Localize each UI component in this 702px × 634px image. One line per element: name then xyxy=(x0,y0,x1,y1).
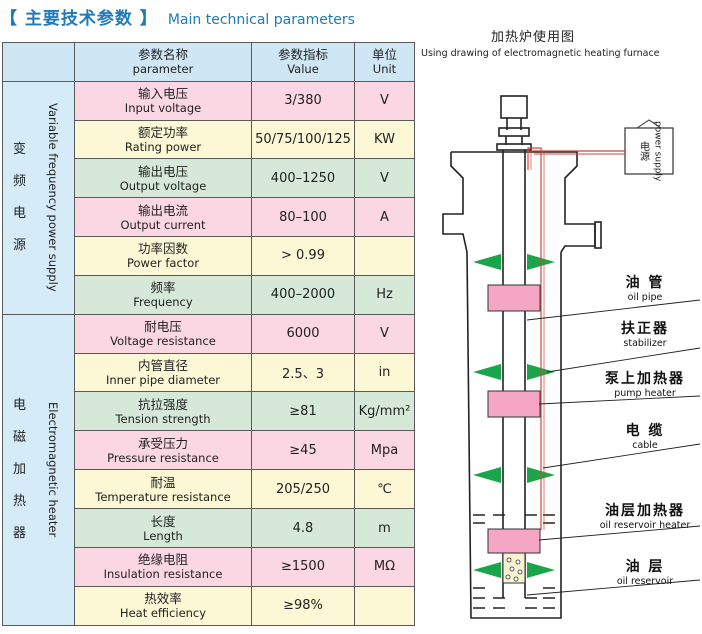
wellhead-cap xyxy=(500,95,528,119)
value-cell: 3/380 xyxy=(251,80,355,121)
value-cell: ≥81 xyxy=(251,391,355,432)
label-oil-pipe: 油 管 oil pipe xyxy=(625,275,665,303)
value-cell: 2.5、3 xyxy=(251,352,355,393)
unit-cell: V xyxy=(354,80,415,121)
value-cell: 400–1250 xyxy=(251,158,355,199)
furnace-diagram: 加热炉使用图 Using drawing of electromagnetic … xyxy=(415,20,702,634)
unit-cell xyxy=(354,585,415,626)
unit-cell: in xyxy=(354,352,415,393)
group-power-supply: 变 频 电 源 Variable frequency power supply xyxy=(2,80,75,315)
unit-cell: Hz xyxy=(354,274,415,315)
upper-heater-block xyxy=(487,284,541,312)
group-heater-en: Electromagnetic heater xyxy=(46,402,60,538)
group-power-supply-zh: 变 频 电 源 xyxy=(13,141,27,253)
value-cell: 4.8 xyxy=(251,508,355,548)
table-header-row: 参数名称 parameter 参数指标 Value 单位 Unit xyxy=(2,42,415,82)
diagram-subtitle: Using drawing of electromagnetic heating… xyxy=(421,48,660,59)
pump-heater-block xyxy=(487,390,541,418)
group-heater-zh: 电 磁 加 热 器 xyxy=(13,397,27,541)
heading-zh: 【 主要技术参数 】 xyxy=(0,9,158,29)
value-cell: 50/75/100/125 xyxy=(251,119,355,160)
unit-cell: Kg/mm² xyxy=(354,391,415,432)
heading-en: Main technical parameters xyxy=(167,12,355,28)
unit-cell: Mpa xyxy=(354,430,415,471)
wellhead-flange-2 xyxy=(496,143,532,151)
unit-cell: A xyxy=(354,197,415,237)
header-blank xyxy=(2,42,75,82)
unit-cell: V xyxy=(354,313,415,354)
parameters-table: 参数名称 parameter 参数指标 Value 单位 Unit 变 频 电 … xyxy=(2,42,415,626)
section-heading: 【 主要技术参数 】 Main technical parameters xyxy=(0,4,355,30)
header-parameter: 参数名称 parameter xyxy=(74,42,252,82)
value-cell: ≥45 xyxy=(251,430,355,471)
diagram-title: 加热炉使用图 xyxy=(491,30,576,45)
value-cell: 400–2000 xyxy=(251,274,355,315)
unit-cell xyxy=(354,236,415,276)
furnace-drawing xyxy=(442,95,701,619)
label-cable: 电 缆 cable xyxy=(625,423,665,451)
oil-reservoir-heater-block xyxy=(487,528,541,554)
value-cell: ≥98% xyxy=(251,585,355,626)
value-cell: 205/250 xyxy=(251,469,355,510)
unit-cell: KW xyxy=(354,119,415,160)
wellhead-flange xyxy=(498,127,530,137)
label-stabilizer: 扶正器 stabilizer xyxy=(621,321,669,349)
group-power-supply-en: Variable frequency power supply xyxy=(46,103,60,292)
oil-level-dashes xyxy=(473,514,555,609)
table-row: 变 频 电 源 Variable frequency power supply … xyxy=(2,80,415,315)
header-value: 参数指标 Value xyxy=(251,42,355,82)
group-heater: 电 磁 加 热 器 Electromagnetic heater xyxy=(2,313,75,626)
unit-cell: m xyxy=(354,508,415,548)
label-oil-reservoir: 油 层 oil reservoir xyxy=(616,559,674,587)
unit-cell: MΩ xyxy=(354,546,415,587)
value-cell: 80–100 xyxy=(251,197,355,237)
unit-cell: V xyxy=(354,158,415,199)
value-cell: 6000 xyxy=(251,313,355,354)
header-unit: 单位 Unit xyxy=(354,42,415,82)
unit-cell: ℃ xyxy=(354,469,415,510)
cable-line xyxy=(527,147,542,530)
value-cell: > 0.99 xyxy=(251,236,355,276)
value-cell: ≥1500 xyxy=(251,546,355,587)
power-supply-label: 电源 power supply xyxy=(637,120,663,182)
label-pump-heater: 泵上加热器 pump heater xyxy=(605,371,685,399)
label-oil-reservoir-heater: 油层加热器 oil reservoir heater xyxy=(599,503,691,531)
